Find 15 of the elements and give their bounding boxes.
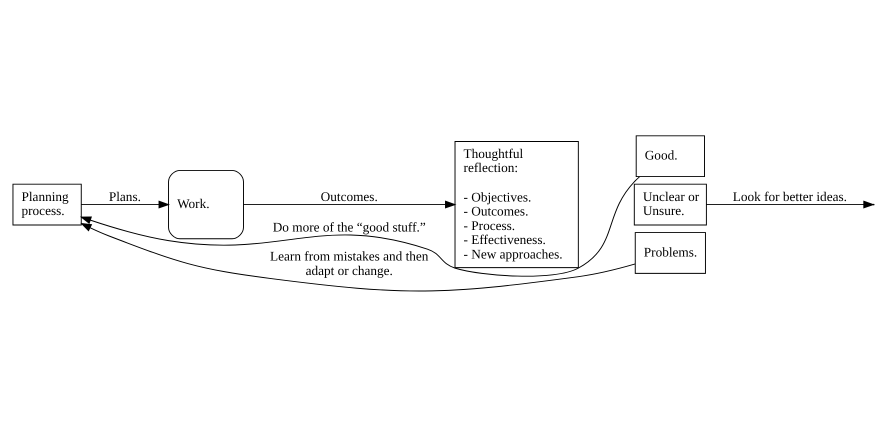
edge-label: Learn from mistakes and then adapt or change. bbox=[270, 248, 428, 278]
node-box: Good. bbox=[636, 135, 705, 178]
arrow bbox=[80, 200, 170, 209]
edge-label: Do more of the “good stuff.” bbox=[272, 219, 426, 234]
arrow bbox=[243, 200, 456, 209]
node-box: Thoughtful reflection: - Objectives. - Outcomes. - Process. - Effectiveness. - New approaches. bbox=[454, 141, 579, 268]
node-box: Work. bbox=[168, 170, 244, 240]
edge-label: Look for better ideas. bbox=[732, 188, 847, 204]
edge-label: Plans. bbox=[108, 188, 141, 204]
node-box: Problems. bbox=[634, 232, 706, 274]
arrow bbox=[80, 222, 636, 292]
node-box: Unclear or Unsure. bbox=[634, 184, 707, 226]
node-box: Planning process. bbox=[12, 184, 82, 226]
arrow bbox=[80, 176, 640, 277]
edge-label: Outcomes. bbox=[320, 188, 378, 204]
